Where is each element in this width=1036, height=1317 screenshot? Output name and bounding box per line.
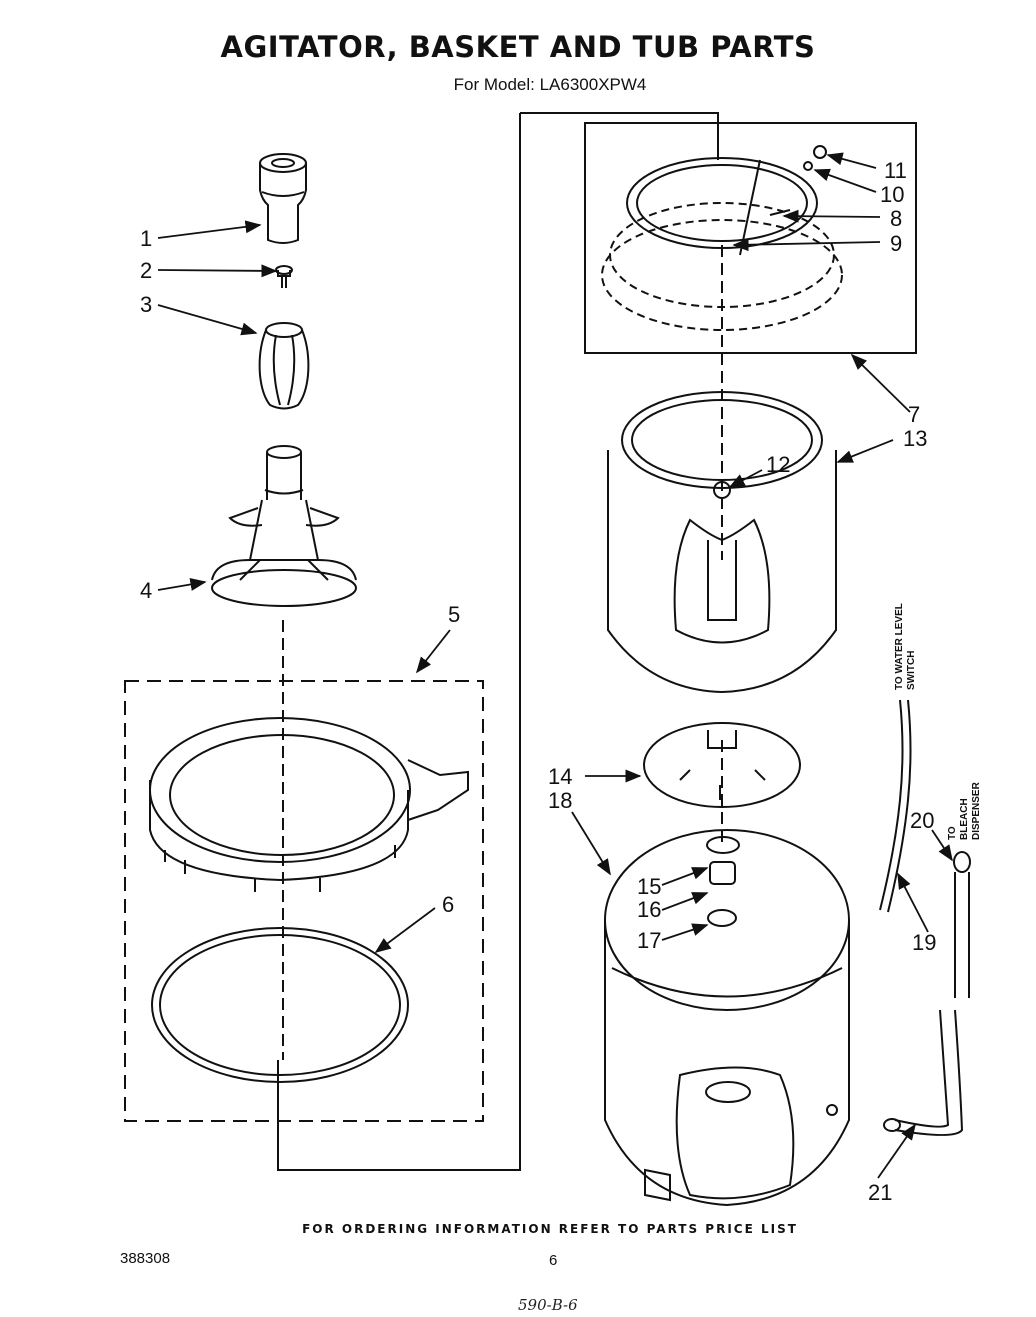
seal-ring-part	[151, 927, 409, 1083]
agitator-cap-part	[259, 153, 307, 244]
callout-3: 3	[140, 292, 152, 317]
part5-group-box	[124, 680, 484, 1122]
note-bleach-line1: TO	[947, 826, 958, 840]
note-water-level-line1: TO WATER LEVEL	[894, 603, 905, 690]
leader-9	[732, 238, 881, 252]
model-subtitle: For Model: LA6300XPW4	[453, 75, 647, 94]
leader-1	[157, 220, 262, 239]
washer-part-10	[803, 161, 813, 171]
leader-17	[661, 923, 709, 941]
callout-7: 7	[908, 402, 920, 427]
callout-12: 12	[766, 452, 790, 477]
leader-5	[415, 629, 451, 674]
seal-part	[707, 909, 737, 927]
leader-15	[661, 867, 709, 886]
callout-2: 2	[140, 258, 152, 283]
callout-18: 18	[548, 788, 572, 813]
leader-3	[157, 304, 258, 336]
callout-14: 14	[548, 764, 572, 789]
leader-8	[782, 209, 881, 223]
water-level-hose-part	[879, 699, 912, 913]
leader-16	[661, 892, 709, 911]
assembly-connector-line	[277, 112, 719, 1171]
callout-11: 11	[884, 158, 907, 183]
callout-4: 4	[140, 578, 152, 603]
leader-2	[157, 264, 278, 278]
callout-21: 21	[868, 1180, 892, 1205]
callout-5: 5	[448, 602, 460, 627]
leader-12	[728, 469, 763, 488]
retaining-ring-part	[706, 836, 740, 854]
callout-15: 15	[637, 874, 661, 899]
basket-ring-part	[149, 717, 469, 892]
tub-part	[604, 829, 850, 1207]
note-bleach-line3: DISPENSER	[971, 781, 982, 840]
callout-10: 10	[880, 182, 904, 207]
leader-11	[826, 152, 877, 169]
agitator-base-part	[211, 445, 357, 607]
handwritten-note: 590-B-6	[518, 1296, 578, 1314]
page-number: 6	[549, 1252, 558, 1269]
nut-part-11	[813, 145, 827, 159]
basket-part	[607, 391, 837, 694]
note-water-level-line2: SWITCH	[906, 651, 917, 690]
bleach-hose-part	[953, 851, 971, 998]
callout-20: 20	[910, 808, 934, 833]
leader-19	[897, 872, 929, 933]
leader-20	[931, 829, 953, 862]
leader-10	[813, 168, 877, 193]
agitator-fastener-part	[275, 265, 293, 288]
agitator-cam-part	[258, 322, 310, 410]
callout-16: 16	[637, 897, 661, 922]
callout-1: 1	[140, 226, 152, 251]
leader-7	[850, 353, 911, 413]
bearing-part	[709, 861, 736, 885]
callout-6: 6	[442, 892, 454, 917]
drain-hose-part	[883, 1009, 964, 1136]
callout-8: 8	[890, 206, 902, 231]
callout-19: 19	[912, 930, 936, 955]
callout-13: 13	[903, 426, 927, 451]
balance-ring-part	[601, 157, 843, 331]
diagram-title: AGITATOR, BASKET AND TUB PARTS	[220, 30, 816, 64]
callout-17: 17	[637, 928, 661, 953]
leader-13	[836, 439, 894, 463]
part7-group-box	[584, 122, 917, 354]
ordering-info-footer: FOR ORDERING INFORMATION REFER TO PARTS …	[302, 1222, 798, 1236]
leader-21	[877, 1123, 916, 1179]
hub-part	[643, 722, 801, 808]
leader-6	[374, 907, 436, 953]
leader-18	[571, 811, 611, 876]
callout-9: 9	[890, 231, 902, 256]
note-bleach-line2: BLEACH	[959, 798, 970, 840]
document-number: 388308	[120, 1250, 171, 1267]
leader-4	[157, 578, 207, 591]
